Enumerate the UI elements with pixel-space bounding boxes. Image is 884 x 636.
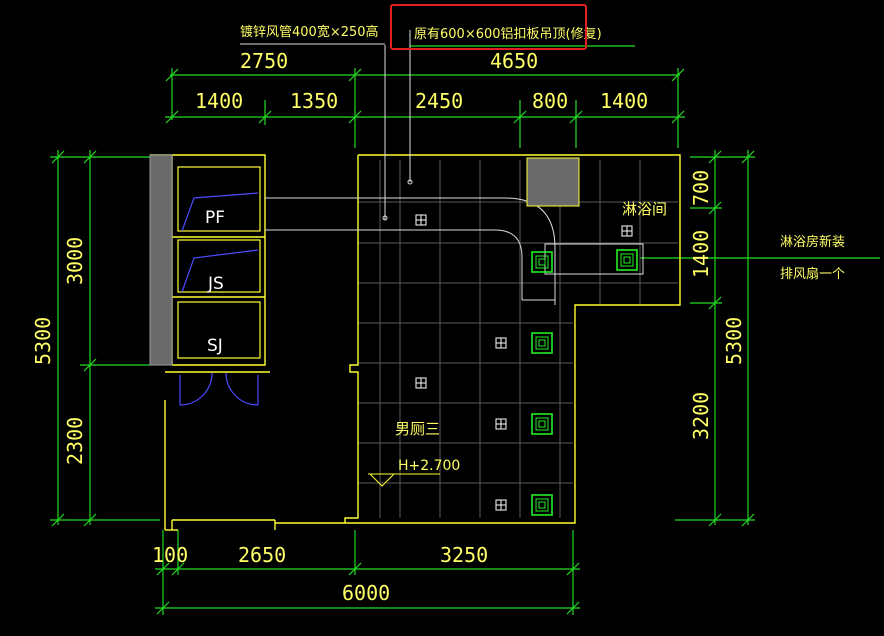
- dim-bottom-3: 3250: [440, 543, 488, 567]
- dim-top-overall-left: 2750: [240, 49, 288, 73]
- elevation-label: H+2.700: [398, 458, 460, 474]
- ceiling-note: 原有600×600铝扣板吊顶(修复): [414, 27, 602, 42]
- highlight-box: [390, 4, 587, 50]
- shafts: PF JS SJ: [149, 154, 261, 406]
- exhaust-vents: [531, 249, 638, 516]
- mens-toilet-label: 男厕三: [395, 420, 440, 438]
- ceiling-grid: [358, 160, 678, 518]
- shower-room-label: 淋浴间: [622, 200, 667, 218]
- shaft-label-js: JS: [207, 274, 224, 294]
- dim-bottom-overall: 6000: [342, 581, 390, 605]
- dimension-lines: [50, 45, 880, 615]
- dim-right-2: 1400: [689, 230, 713, 278]
- dim-left-lower: 2300: [63, 417, 87, 465]
- ceiling-lights: [415, 214, 633, 511]
- dim-bottom-1: 100: [152, 543, 188, 567]
- dim-top-2: 1350: [290, 89, 338, 113]
- dim-left-overall: 5300: [31, 317, 55, 365]
- dim-right-3: 3200: [689, 392, 713, 440]
- dim-top-overall-right: 4650: [490, 49, 538, 73]
- air-duct: [240, 30, 644, 305]
- dim-right-overall: 5300: [722, 317, 746, 365]
- dim-top-1: 1400: [195, 89, 243, 113]
- dim-top-3: 2450: [415, 89, 463, 113]
- shaft-label-pf: PF: [205, 208, 225, 228]
- dim-left-upper: 3000: [63, 237, 87, 285]
- elevation-marker: [368, 473, 440, 487]
- dim-top-5: 1400: [600, 89, 648, 113]
- dim-bottom-2: 2650: [238, 543, 286, 567]
- fan-note-line1: 淋浴房新装: [780, 234, 845, 250]
- shower-box: [526, 157, 580, 207]
- dim-right-1: 700: [689, 170, 713, 206]
- shaft-label-sj: SJ: [207, 336, 223, 356]
- fan-note-line2: 排风扇一个: [780, 266, 845, 282]
- dim-top-4: 800: [532, 89, 568, 113]
- duct-note: 镀锌风管400宽×250高: [240, 24, 379, 40]
